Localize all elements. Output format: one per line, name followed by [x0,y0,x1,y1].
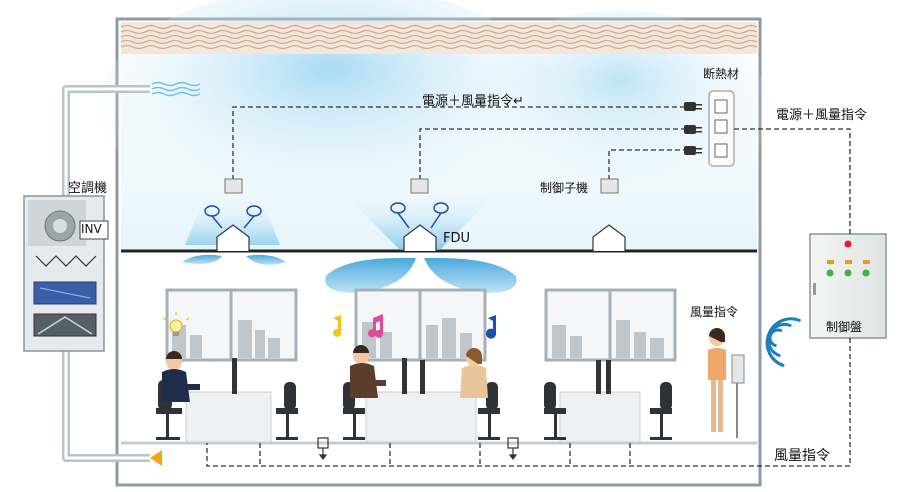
office-desks [185,391,641,443]
fdu-unit-center [325,178,517,293]
signal-wiring [206,106,851,467]
music-note-icon [333,314,497,339]
fdu-label: FDU [443,231,471,246]
inv-label: INV [81,222,102,236]
return-air-arrow [150,450,162,466]
lightbulb-icon [162,312,190,336]
air-handler-label: 空調機 [68,181,108,196]
control-panel-label: 制御盤 [826,320,863,334]
person-center-male [350,345,386,398]
air-handler-unit [23,195,109,352]
person-left [162,351,200,402]
power-command-ceiling-label: 電源＋風量指令↵ [422,94,524,109]
person-right-standing [708,328,726,432]
airflow-command-floor-label: 風量指令 [774,448,830,464]
window-right [544,288,677,362]
monitors [232,358,611,394]
fdu-unit-right [592,178,626,251]
fdu-unit-left [182,178,286,265]
floor-outlets [317,437,519,460]
person-center-female [460,348,488,398]
office-chairs [156,380,672,440]
wifi-signal-icon [765,317,801,367]
insulation-layer [120,22,758,54]
window-left [165,288,298,362]
plug-icon [684,102,702,155]
supply-air-wave [151,81,201,97]
control-panel [809,233,887,339]
window-center [354,288,487,362]
power-command-right-label: 電源＋風量指令 [776,108,868,123]
airflow-command-person-label: 風量指令 [690,305,739,319]
insulation-label: 断熱材 [703,67,740,81]
wall-terminal [731,354,745,438]
controller-unit-label: 制御子機 [540,181,589,195]
power-strip [708,90,735,167]
